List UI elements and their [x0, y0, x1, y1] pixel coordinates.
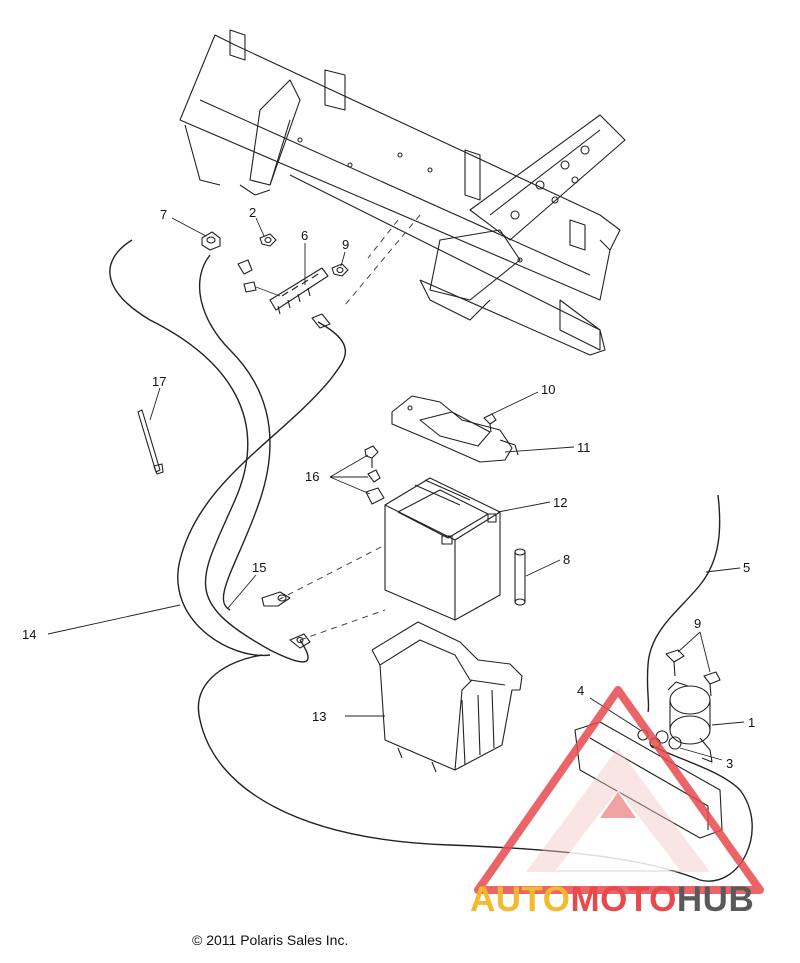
callout-6: 6 [301, 228, 308, 243]
spacer-8 [514, 548, 526, 606]
callout-9-top: 9 [342, 237, 349, 252]
callout-3: 3 [726, 756, 733, 771]
cable-5 [646, 494, 721, 713]
nut-7 [201, 231, 221, 251]
cable-end-bolt [237, 259, 281, 297]
callout-13: 13 [312, 709, 326, 724]
callout-14: 14 [22, 627, 36, 642]
watermark-text: AUTOMOTOHUB [470, 880, 754, 920]
frame-chassis [179, 29, 626, 356]
cable-14 [177, 321, 347, 657]
callout-5: 5 [743, 560, 750, 575]
callout-16: 16 [305, 469, 319, 484]
callout-17: 17 [152, 374, 166, 389]
watermark-hub: HUB [676, 880, 755, 919]
watermark-moto: MOTO [570, 880, 677, 919]
callout-7: 7 [160, 207, 167, 222]
cable-tie-17 [137, 409, 164, 475]
fasteners-16 [364, 445, 385, 505]
screw-10 [483, 413, 497, 433]
callout-4: 4 [577, 683, 584, 698]
callout-1: 1 [748, 715, 755, 730]
leader-lines [47, 217, 745, 761]
cable-ground-long [197, 654, 753, 882]
hold-down-bracket-11 [391, 395, 519, 463]
callout-11: 11 [577, 440, 591, 455]
callout-9-right: 9 [694, 616, 701, 631]
callout-labels: 7 2 6 9 17 10 11 16 12 8 15 5 14 9 4 13 … [22, 205, 755, 771]
terminal-block-6 [269, 267, 329, 315]
callout-12: 12 [553, 495, 567, 510]
bolt-9-top [331, 263, 349, 277]
solenoid-1 [655, 681, 711, 750]
copyright-notice: © 2011 Polaris Sales Inc. [192, 932, 349, 948]
bolts-9 [665, 649, 721, 697]
watermark-logo [474, 686, 764, 894]
callout-8: 8 [563, 552, 570, 567]
battery-box-13 [371, 621, 523, 773]
battery-12 [384, 477, 501, 621]
cable-positive [198, 254, 271, 611]
cable-15-terminals [261, 591, 311, 649]
cable-14-end [311, 313, 331, 329]
callout-15: 15 [252, 560, 266, 575]
callout-2: 2 [249, 205, 256, 220]
callout-10: 10 [541, 382, 555, 397]
bolt-2 [259, 233, 277, 247]
cable-main-long [109, 239, 309, 663]
watermark-auto: AUTO [470, 880, 571, 919]
